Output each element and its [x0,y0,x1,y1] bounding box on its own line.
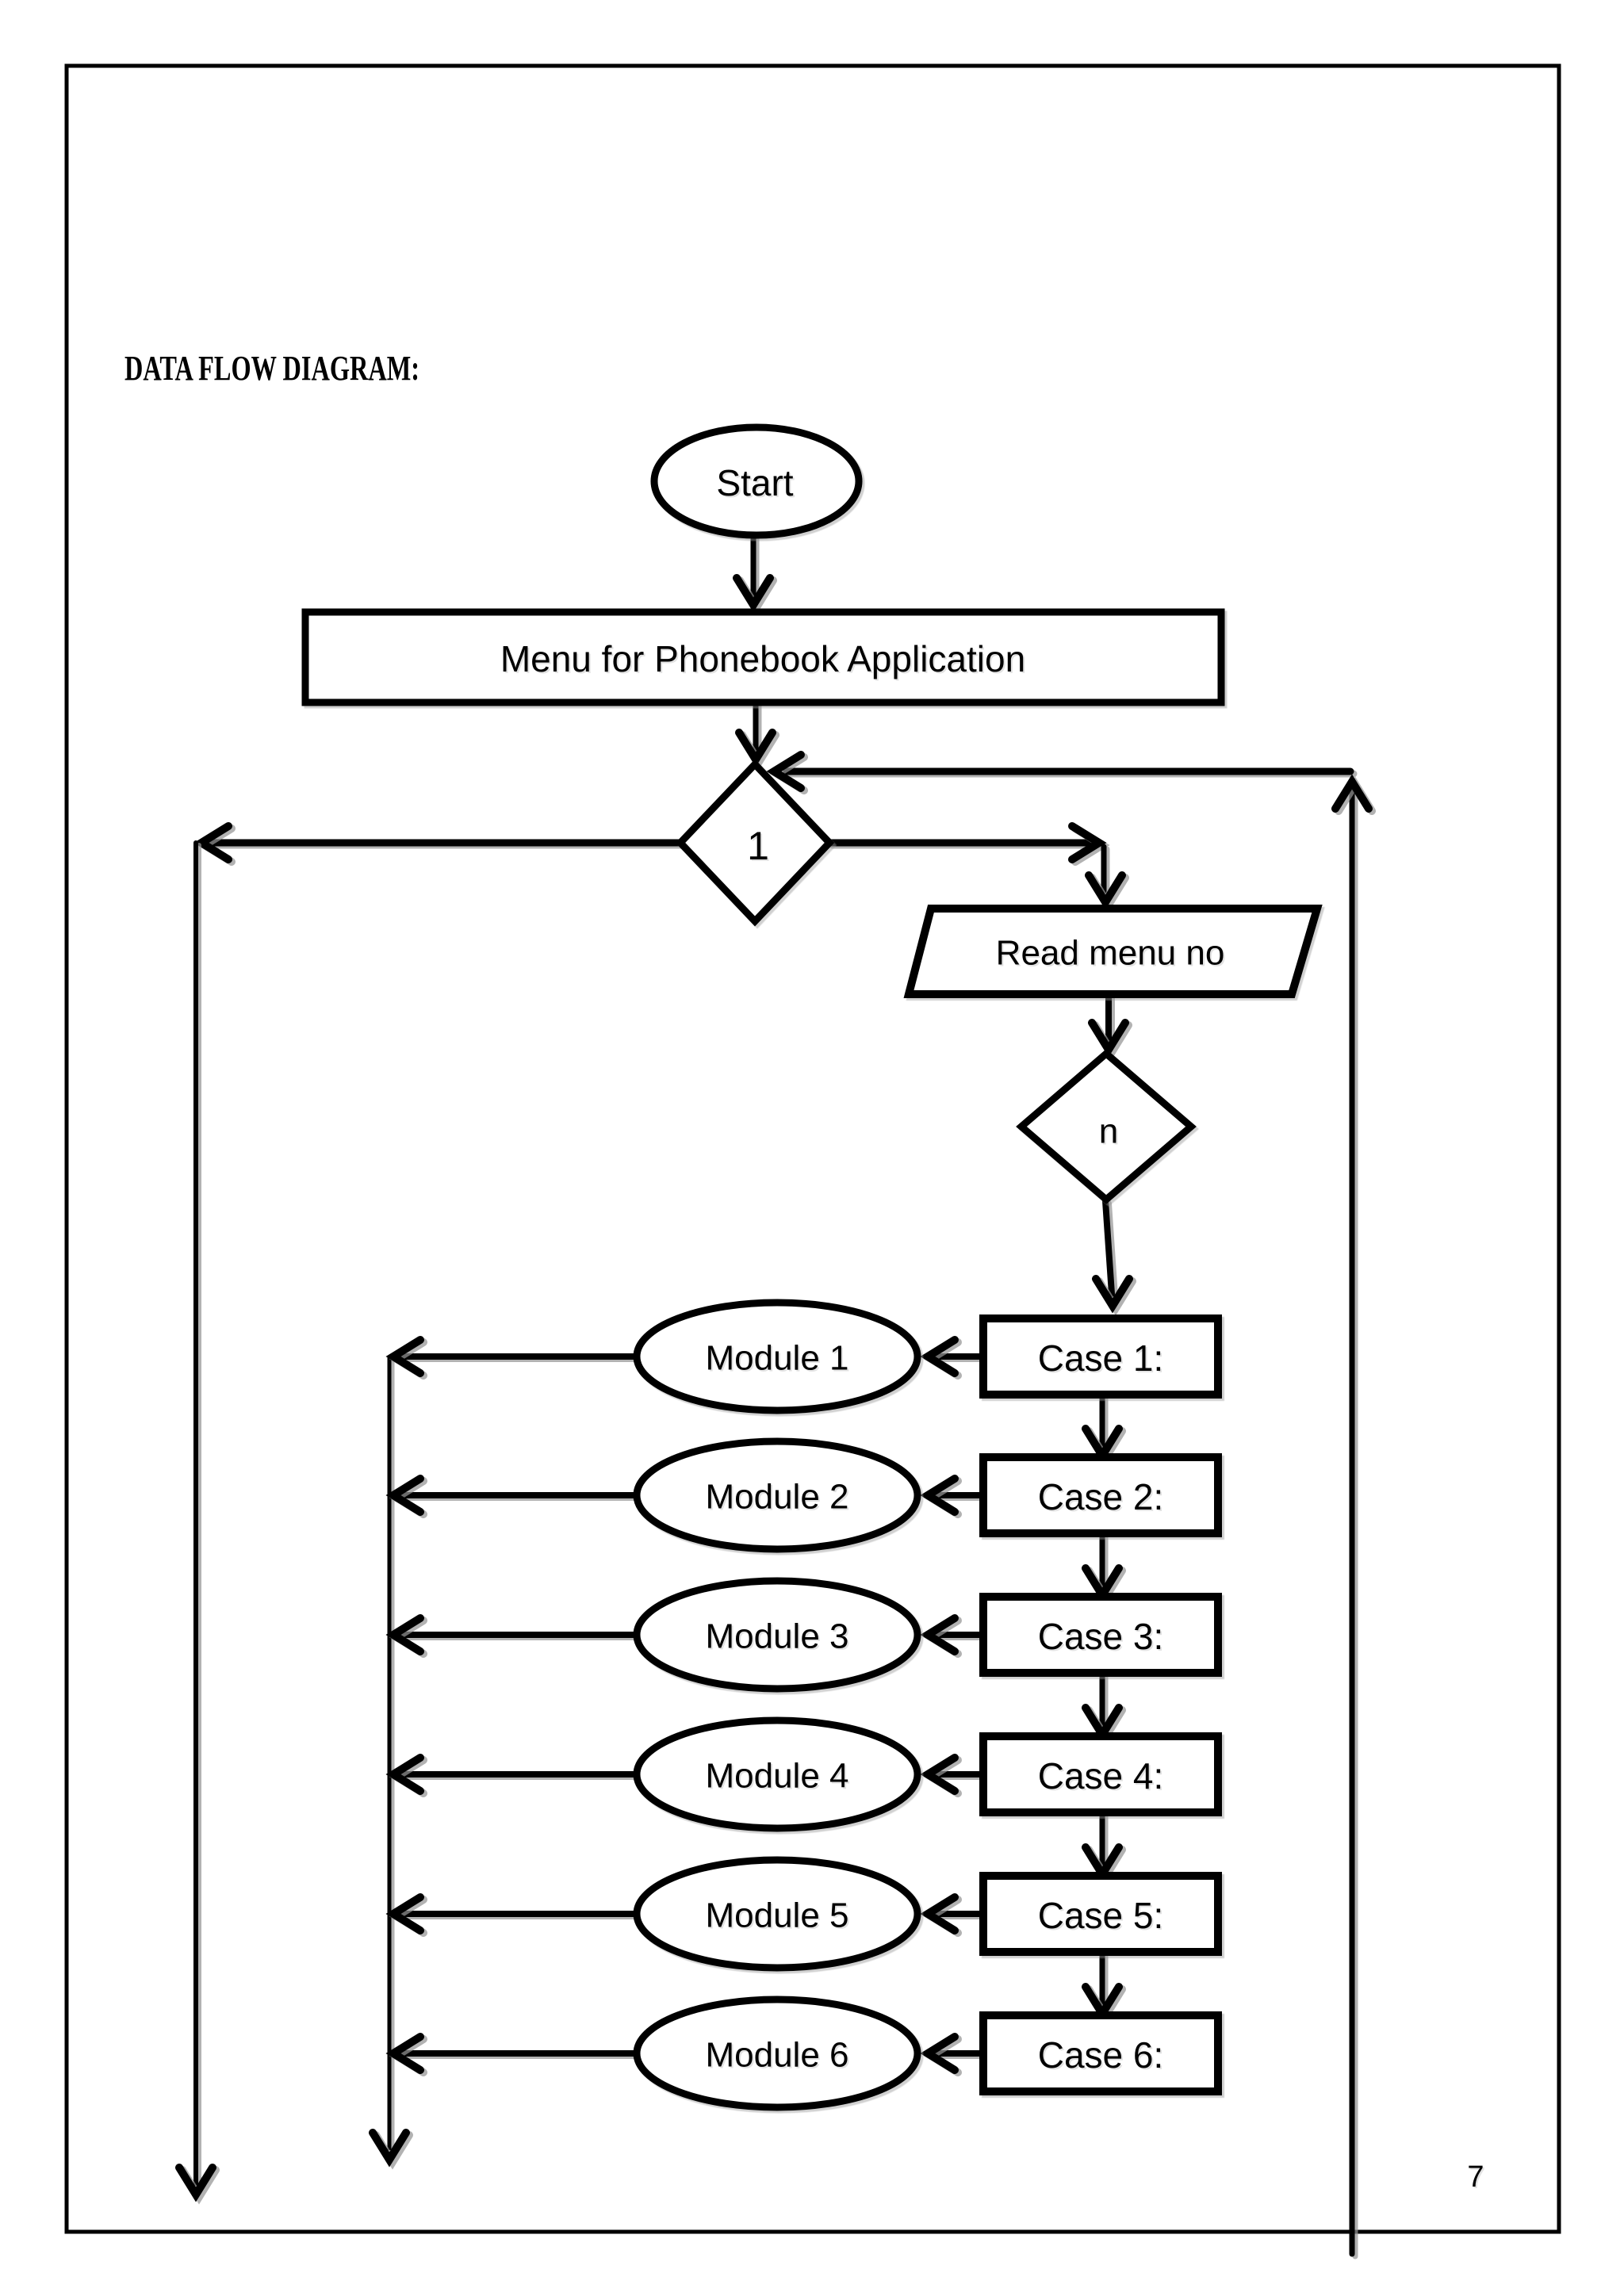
module-label: Module 6 [705,2036,848,2075]
arrowhead-icon [766,751,805,792]
module-label: Module 1 [705,1339,848,1378]
start-ellipse [650,423,863,539]
arrowhead-icon [385,2033,424,2074]
case-label: Case 1: [1038,1337,1164,1379]
arrowhead-icon [1331,774,1373,813]
connectors [175,533,1373,2257]
module-node-1: Module 1 [633,1299,921,1414]
arrowhead-icon [369,2129,410,2168]
case-rect [979,2011,1222,2095]
menu-node: Menu for Phonebook Application [301,608,1225,706]
module-ellipse [633,1299,921,1414]
arrowhead-icon [920,1475,959,1516]
arrowhead-icon [385,1754,424,1795]
case-label: Case 3: [1038,1616,1164,1657]
module-node-2: Module 2 [633,1437,921,1553]
module-node-5: Module 5 [633,1856,921,1972]
case-node-1: Case 1: [979,1314,1222,1399]
loop-decision-label: 1 [747,824,769,868]
case-rect [979,1453,1222,1537]
loop-decision-node: 1 [675,759,835,927]
arrowhead-icon [920,1893,959,1934]
arrowhead-icon [1088,1019,1129,1058]
case-label: Case 6: [1038,2034,1164,2076]
arrowhead-icon [175,2164,216,2202]
case-node-3: Case 3: [979,1593,1222,1677]
arrowhead-icon [920,1336,959,1377]
module-label: Module 2 [705,1478,848,1517]
flow-connector [1102,1198,1115,1297]
arrowhead-icon [385,1614,424,1655]
module-node-3: Module 3 [633,1577,921,1693]
case-rect [979,1872,1222,1956]
menu-rect [301,608,1225,706]
module-ellipse [633,1437,921,1553]
arrowhead-icon [1085,871,1126,910]
start-node: Start [650,423,863,539]
case-decision-node: n [1016,1049,1197,1204]
arrowhead-icon [920,1754,959,1795]
case-rect [979,1732,1222,1816]
module-node-4: Module 4 [633,1716,921,1832]
case-decision-diamond [1016,1049,1197,1204]
page-border [64,63,1561,2234]
read-menu-node: Read menu no [903,905,1323,998]
module-ellipse [633,1856,921,1972]
arrowhead-icon [735,729,776,767]
case-label: Case 5: [1038,1895,1164,1936]
module-ellipse [633,1996,921,2111]
case-label: Case 4: [1038,1755,1164,1797]
module-label: Module 4 [705,1757,848,1796]
module-label: Module 5 [705,1896,848,1935]
arrowhead-icon [385,1893,424,1934]
module-ellipse [633,1577,921,1693]
read-menu-label: Read menu no [996,934,1225,973]
start-label: Start [716,462,793,503]
case-rect [979,1314,1222,1399]
page-number: 7 [1467,2160,1484,2194]
module-label: Module 3 [705,1617,848,1656]
case-node-2: Case 2: [979,1453,1222,1537]
arrowhead-icon [920,1614,959,1655]
arrowhead-icon [1092,1275,1133,1314]
case-label: Case 2: [1038,1476,1164,1517]
case-node-4: Case 4: [979,1732,1222,1816]
arrowhead-icon [193,822,232,863]
case-node-6: Case 6: [979,2011,1222,2095]
arrowhead-icon [1068,822,1107,863]
arrowhead-icon [733,574,774,613]
module-ellipse [633,1716,921,1832]
case-node-5: Case 5: [979,1872,1222,1956]
loop-decision-diamond [675,759,835,927]
read-menu-parallelogram [903,905,1323,998]
arrowhead-icon [385,1336,424,1377]
page-title: DATA FLOW DIAGRAM: [124,349,419,388]
arrowhead-icon [920,2033,959,2074]
module-node-6: Module 6 [633,1996,921,2111]
arrowhead-icon [385,1475,424,1516]
menu-label: Menu for Phonebook Application [500,638,1025,679]
case-rect [979,1593,1222,1677]
case-decision-label: n [1099,1112,1118,1151]
